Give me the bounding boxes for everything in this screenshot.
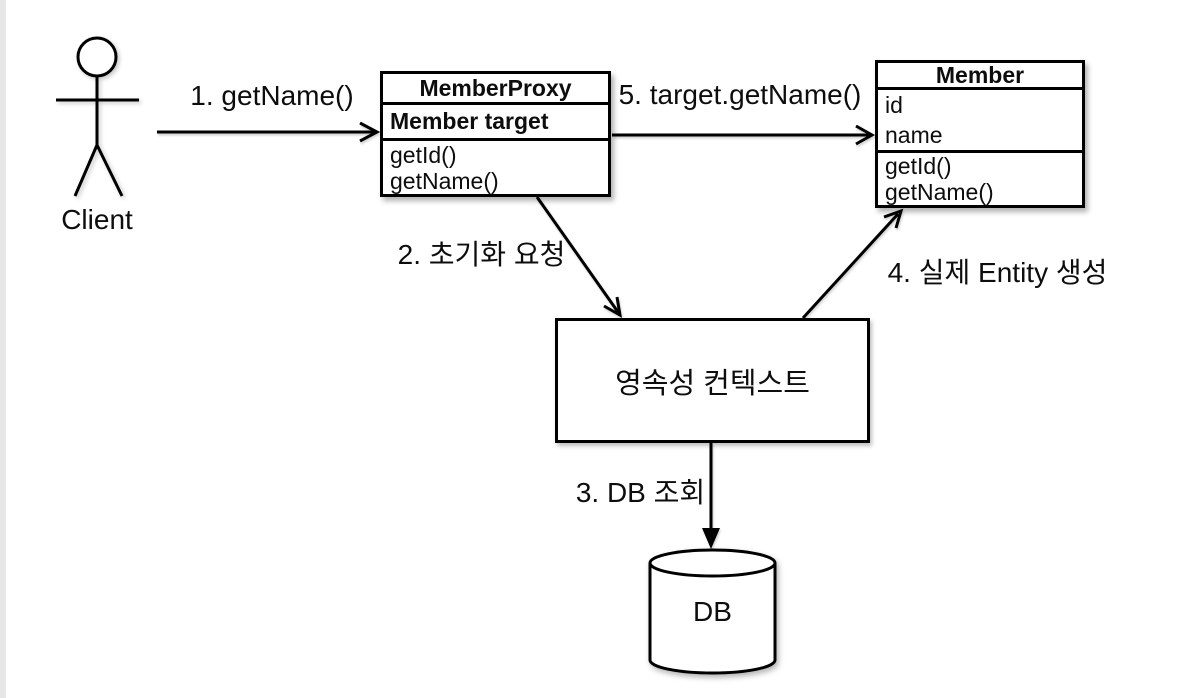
member-title: Member — [935, 62, 1025, 88]
step1-label: 1. getName() — [190, 80, 354, 111]
arrow-step3 — [702, 443, 720, 549]
persistence-context-label: 영속성 컨텍스트 — [615, 367, 810, 400]
member-class-box: Member id name getId() getName() — [875, 60, 1085, 208]
member-field-id: id — [885, 92, 903, 118]
memberproxy-method-getname: getName() — [390, 168, 499, 194]
member-field-name: name — [885, 122, 943, 148]
member-methods: getId() getName() — [878, 150, 1082, 205]
step5-label: 5. target.getName() — [618, 79, 862, 110]
step2-label: 2. 초기화 요청 — [397, 239, 566, 270]
arrow-step4 — [801, 208, 904, 320]
member-method-getname: getName() — [885, 179, 994, 205]
arrow-step1 — [157, 121, 381, 143]
database-cylinder-icon — [648, 548, 777, 675]
memberproxy-class-box: MemberProxy Member target getId() getNam… — [380, 71, 611, 197]
member-method-getid: getId() — [885, 153, 952, 179]
memberproxy-methods: getId() getName() — [383, 138, 608, 194]
memberproxy-field-target: Member target — [383, 102, 608, 138]
step4-label: 4. 실제 Entity 생성 — [887, 257, 1108, 288]
memberproxy-method-getid: getId() — [390, 142, 457, 168]
step3-label: 3. DB 조회 — [575, 477, 706, 508]
left-edge-artifact — [0, 0, 6, 698]
arrow-step2 — [535, 196, 622, 318]
arrow-step5 — [612, 124, 876, 146]
memberproxy-title: MemberProxy — [419, 75, 572, 101]
persistence-context-box: 영속성 컨텍스트 — [555, 318, 870, 443]
client-actor-icon — [56, 36, 139, 197]
client-label: Client — [61, 204, 133, 235]
db-label: DB — [693, 596, 732, 627]
member-fields: id name — [878, 87, 1082, 150]
